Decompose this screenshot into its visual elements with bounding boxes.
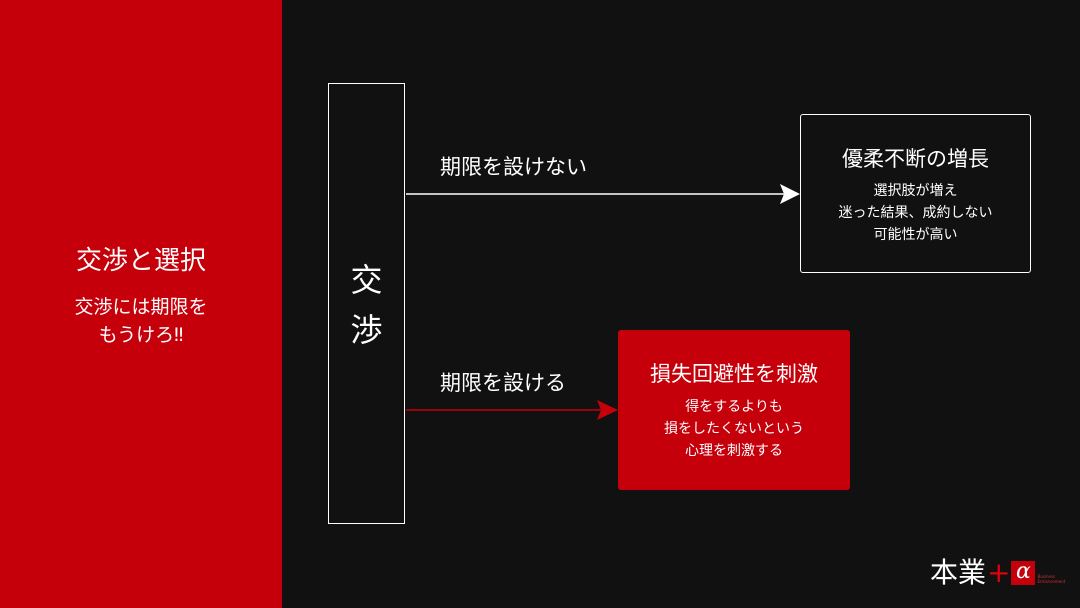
section-subtitle: 交渉には期限を もうけろ‼	[0, 293, 282, 349]
outcome-description: 得をするよりも 損をしたくないという 心理を刺激する	[618, 396, 850, 462]
logo-tagline-line: Business	[1037, 574, 1056, 579]
subtitle-line: 交渉には期限を	[74, 296, 208, 318]
logo-tagline: Business Enhancement	[1037, 574, 1065, 584]
outcome-title: 優柔不断の増長	[842, 147, 989, 171]
logo-alpha-icon: α	[1011, 561, 1036, 585]
outcome-box-loss-aversion: 損失回避性を刺激 得をするよりも 損をしたくないという 心理を刺激する	[618, 330, 850, 490]
outcome-title: 損失回避性を刺激	[650, 362, 818, 386]
brand-logo: 本業 + α Business Enhancement	[930, 556, 1065, 590]
outcome-line: 心理を刺激する	[685, 443, 783, 459]
logo-text: 本業	[930, 556, 987, 589]
arrow-head-deadline	[597, 400, 618, 420]
branch-label-deadline: 期限を設ける	[440, 371, 566, 395]
logo-plus: +	[987, 556, 1011, 589]
subtitle-line: もうけろ‼	[98, 324, 184, 346]
left-panel: 交渉と選択 交渉には期限を もうけろ‼	[0, 0, 282, 608]
outcome-box-indecision: 優柔不断の増長 選択肢が増え 迷った結果、成約しない 可能性が高い	[800, 114, 1031, 273]
arrow-head-no-deadline	[780, 184, 800, 204]
outcome-line: 迷った結果、成約しない	[838, 205, 993, 221]
negotiation-char: 渉	[350, 311, 383, 349]
outcome-line: 得をするよりも	[685, 399, 783, 415]
negotiation-box: 交 渉	[328, 83, 405, 524]
section-title: 交渉と選択	[75, 246, 206, 276]
negotiation-char: 交	[350, 261, 383, 299]
branch-label-no-deadline: 期限を設けない	[440, 155, 587, 179]
outcome-line: 損をしたくないという	[664, 421, 804, 437]
outcome-description: 選択肢が増え 迷った結果、成約しない 可能性が高い	[801, 180, 1030, 246]
outcome-line: 可能性が高い	[873, 227, 958, 243]
outcome-line: 選択肢が増え	[873, 183, 958, 199]
logo-tagline-line: Enhancement	[1037, 579, 1066, 584]
